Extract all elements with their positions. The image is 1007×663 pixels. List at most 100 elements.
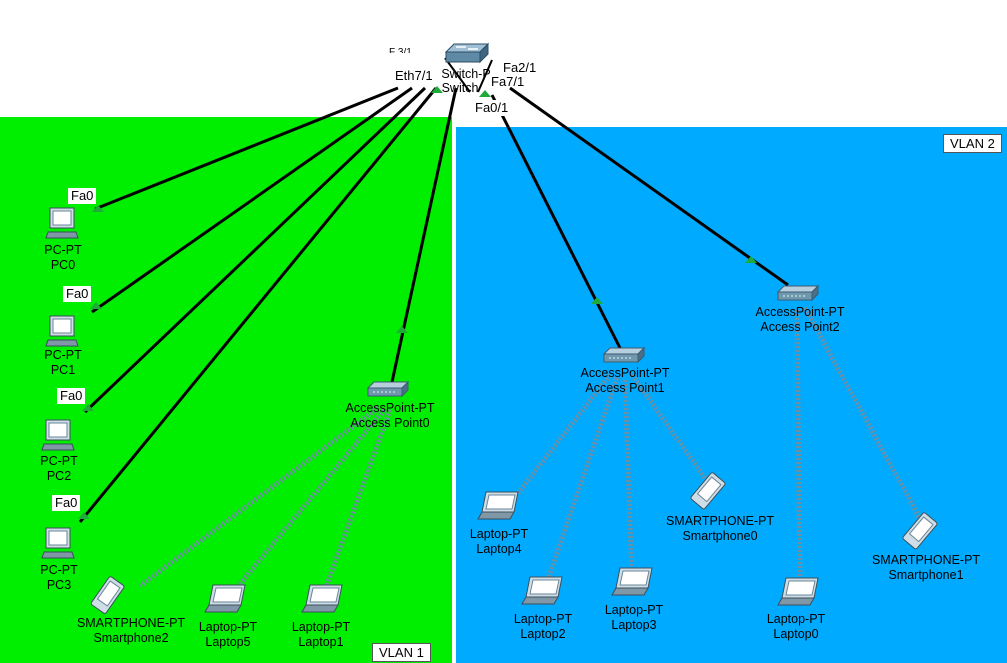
- switch-port-eth71: Eth7/1: [392, 68, 436, 84]
- switch-model-label: Switch-P: [441, 67, 491, 81]
- access-point-icon[interactable]: [776, 284, 820, 302]
- laptop5-name: Laptop5: [205, 635, 251, 649]
- laptop-icon[interactable]: [521, 576, 563, 605]
- pc0-port-label: Fa0: [68, 188, 97, 204]
- pc-icon[interactable]: [41, 527, 75, 559]
- laptop1-label: Laptop-PT Laptop1: [292, 620, 350, 650]
- pc2-label: PC-PT PC2: [40, 454, 78, 484]
- link-switch-pc1: [91, 86, 413, 314]
- smartphone0-label: SMARTPHONE-PT Smartphone0: [666, 514, 774, 544]
- laptop3-model: Laptop-PT: [604, 603, 664, 617]
- vlan2-zone: [456, 127, 1007, 663]
- pc2-model: PC-PT: [40, 454, 78, 468]
- port-marker: [82, 404, 94, 411]
- laptop5-label: Laptop-PT Laptop5: [199, 620, 257, 650]
- port-marker: [90, 302, 102, 309]
- port-marker: [591, 297, 603, 304]
- switch-name-label: Switch: [441, 81, 479, 95]
- laptop3-label: Laptop-PT Laptop3: [605, 603, 663, 633]
- smartphone-icon[interactable]: [90, 576, 125, 614]
- laptop4-name: Laptop4: [476, 542, 522, 556]
- ap1-name: Access Point1: [585, 381, 665, 395]
- ap0-label: AccessPoint-PT Access Point0: [346, 401, 435, 431]
- smartphone-icon[interactable]: [690, 472, 726, 510]
- laptop-icon[interactable]: [477, 491, 519, 520]
- wlink-ap1-smartphone0: [629, 373, 715, 490]
- laptop-icon[interactable]: [204, 584, 246, 613]
- pc3-port-label: Fa0: [52, 495, 81, 511]
- pc1-port-label: Fa0: [63, 286, 92, 302]
- smartphone2-model: SMARTPHONE-PT: [76, 616, 186, 630]
- link-switch-top2: [477, 59, 493, 93]
- access-point-icon[interactable]: [366, 380, 410, 398]
- smartphone1-model: SMARTPHONE-PT: [871, 553, 981, 567]
- wlink-ap0-laptop5: [233, 408, 386, 592]
- wlink-ap0-smartphone2: [138, 405, 380, 589]
- pc0-label: PC-PT PC0: [44, 243, 82, 273]
- laptop1-model: Laptop-PT: [291, 620, 351, 634]
- port-marker: [745, 256, 757, 263]
- port-marker: [92, 205, 104, 212]
- laptop-icon[interactable]: [611, 567, 653, 596]
- wlink-ap1-laptop4: [503, 373, 612, 512]
- ap2-label: AccessPoint-PT Access Point2: [756, 305, 845, 335]
- smartphone0-name: Smartphone0: [682, 529, 758, 543]
- link-switch-pc0: [94, 86, 399, 211]
- port-marker: [78, 512, 90, 519]
- laptop-icon[interactable]: [777, 577, 819, 606]
- pc2-port-label: Fa0: [57, 388, 86, 404]
- smartphone2-name: Smartphone2: [93, 631, 169, 645]
- ap0-model: AccessPoint-PT: [345, 401, 435, 415]
- wlink-ap1-laptop3: [622, 379, 635, 581]
- wlink-ap0-laptop1: [322, 409, 393, 591]
- laptop0-name: Laptop0: [773, 627, 819, 641]
- vlan2-label: VLAN 2: [943, 134, 1002, 153]
- port-marker: [479, 90, 491, 97]
- switch-port-fa71: Fa7/1: [491, 74, 525, 89]
- link-switch-pc2: [83, 86, 427, 414]
- smartphone0-model: SMARTPHONE-PT: [665, 514, 775, 528]
- link-switch-pc3: [78, 87, 438, 523]
- wlink-ap2-laptop0: [794, 309, 803, 589]
- pc3-label: PC-PT PC3: [40, 563, 78, 593]
- port-marker: [431, 86, 443, 93]
- laptop-icon[interactable]: [301, 584, 343, 613]
- port-marker: [396, 326, 408, 333]
- switch-top-partial-label: F 3/1: [389, 47, 412, 58]
- ap2-model: AccessPoint-PT: [755, 305, 845, 319]
- pc2-name: PC2: [46, 469, 72, 483]
- wlink-ap1-laptop2: [542, 377, 620, 589]
- switch-port-fa21: Fa2/1: [500, 60, 540, 76]
- vlan1-label: VLAN 1: [372, 643, 431, 662]
- link-switch-ap1: [490, 94, 622, 349]
- laptop4-model: Laptop-PT: [469, 527, 529, 541]
- link-switch-ap2: [509, 86, 789, 287]
- pc-icon[interactable]: [45, 207, 79, 239]
- laptop3-name: Laptop3: [611, 618, 657, 632]
- ap0-name: Access Point0: [350, 416, 430, 430]
- pc1-name: PC1: [50, 363, 76, 377]
- laptop0-label: Laptop-PT Laptop0: [767, 612, 825, 642]
- switch-icon[interactable]: [444, 42, 490, 64]
- smartphone1-label: SMARTPHONE-PT Smartphone1: [872, 553, 980, 583]
- laptop5-model: Laptop-PT: [198, 620, 258, 634]
- ap1-label: AccessPoint-PT Access Point1: [581, 366, 670, 396]
- wlink-ap2-smartphone1: [802, 306, 928, 530]
- smartphone-icon[interactable]: [902, 512, 938, 550]
- laptop1-name: Laptop1: [298, 635, 344, 649]
- laptop4-label: Laptop-PT Laptop4: [470, 527, 528, 557]
- laptop2-model: Laptop-PT: [513, 612, 573, 626]
- pc3-name: PC3: [46, 578, 72, 592]
- ap1-model: AccessPoint-PT: [580, 366, 670, 380]
- smartphone2-label: SMARTPHONE-PT Smartphone2: [77, 616, 185, 646]
- pc-icon[interactable]: [41, 419, 75, 451]
- pc-icon[interactable]: [45, 315, 79, 347]
- laptop0-model: Laptop-PT: [766, 612, 826, 626]
- link-switch-top: [444, 57, 471, 93]
- laptop2-label: Laptop-PT Laptop2: [514, 612, 572, 642]
- pc0-model: PC-PT: [44, 243, 82, 257]
- switch-port-fa01: Fa0/1: [472, 100, 512, 116]
- smartphone1-name: Smartphone1: [888, 568, 964, 582]
- access-point-icon[interactable]: [602, 346, 646, 364]
